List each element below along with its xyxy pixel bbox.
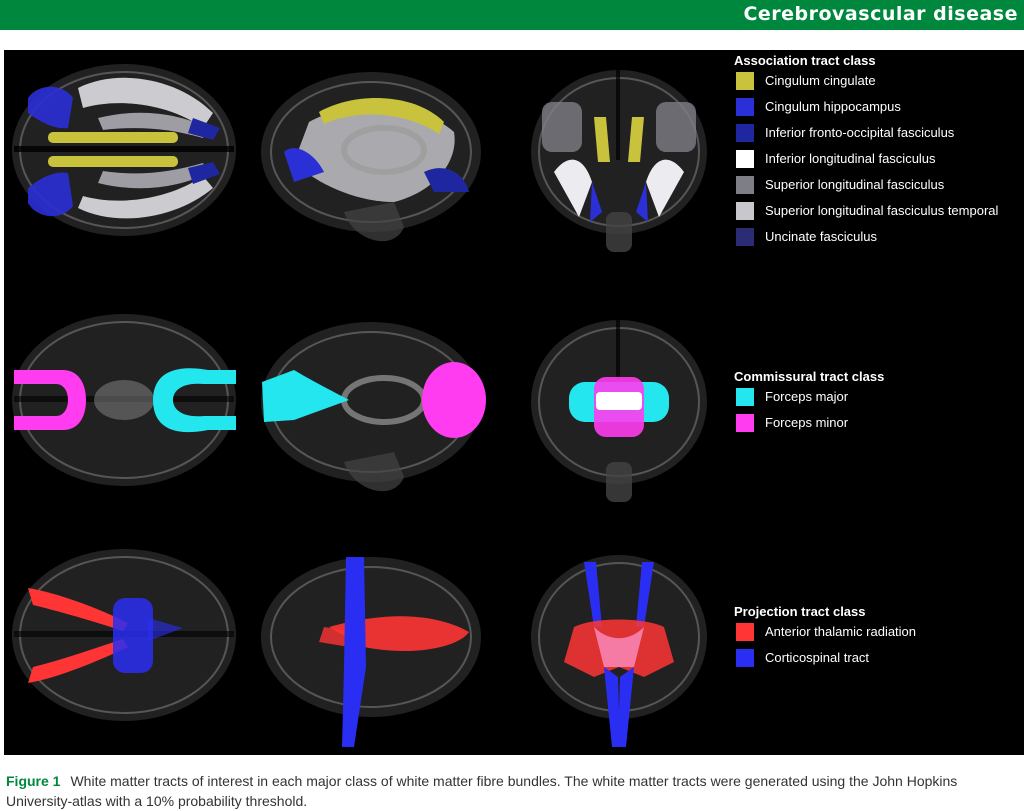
legend-projection: Projection tract class Anterior thalamic…: [734, 604, 916, 673]
figure-panel: Association tract class Cingulum cingula…: [4, 50, 1024, 755]
legend-label: Forceps minor: [765, 415, 849, 430]
legend-item: Forceps minor: [734, 412, 884, 438]
legend-item: Corticospinal tract: [734, 647, 870, 673]
legend-item: Uncinate fasciculus: [734, 226, 877, 252]
legend-item: Anterior thalamic radiation: [734, 621, 916, 647]
section-title: Cerebrovascular disease: [743, 3, 1018, 25]
legend-swatch: [736, 176, 754, 194]
legend-swatch: [736, 388, 754, 406]
sagittal-view-commissural: [261, 322, 486, 492]
axial-view-commissural: [12, 314, 236, 486]
caption-text: White matter tracts of interest in each …: [6, 773, 958, 809]
axial-view-projection: [12, 549, 236, 721]
legend-label: Superior longitudinal fasciculus tempora…: [765, 203, 999, 218]
legend-label: Superior longitudinal fasciculus: [765, 177, 945, 192]
legend-swatch: [736, 72, 754, 90]
legend-swatch: [736, 124, 754, 142]
legend-swatch: [736, 623, 754, 641]
legend-swatch: [736, 649, 754, 667]
legend-item: Inferior longitudinal fasciculus: [734, 148, 936, 174]
legend-title-projection: Projection tract class: [734, 604, 866, 619]
header-bar: Cerebrovascular disease: [0, 0, 1024, 30]
legend-label: Inferior longitudinal fasciculus: [765, 151, 936, 166]
legend-label: Anterior thalamic radiation: [765, 624, 917, 639]
legend-association: Association tract class Cingulum cingula…: [734, 53, 998, 252]
legend-label: Uncinate fasciculus: [765, 229, 877, 244]
legend-title-commissural: Commissural tract class: [734, 369, 885, 384]
legend-swatch: [736, 150, 754, 168]
legend-label: Cingulum cingulate: [765, 73, 876, 88]
legend-swatch: [736, 414, 754, 432]
legend-item: Cingulum cingulate: [734, 70, 876, 96]
legend-swatch: [736, 228, 754, 246]
sagittal-view-projection: [261, 557, 481, 747]
coronal-view-association: [531, 70, 707, 252]
legend-title-association: Association tract class: [734, 53, 876, 68]
legend-label: Corticospinal tract: [765, 650, 870, 665]
coronal-view-projection: [531, 555, 707, 747]
legend-item: Superior longitudinal fasciculus tempora…: [734, 200, 998, 226]
legend-label: Forceps major: [765, 389, 849, 404]
legend-item: Cingulum hippocampus: [734, 96, 901, 122]
legend-swatch: [736, 202, 754, 220]
sagittal-view-association: [261, 72, 481, 242]
axial-view-association: [12, 64, 236, 236]
legend-item: Forceps major: [734, 386, 884, 412]
legend-item: Superior longitudinal fasciculus: [734, 174, 944, 200]
coronal-view-commissural: [531, 320, 707, 502]
legend-swatch: [736, 98, 754, 116]
legend-label: Cingulum hippocampus: [765, 99, 901, 114]
legend-item: Inferior fronto-occipital fasciculus: [734, 122, 954, 148]
legend-label: Inferior fronto-occipital fasciculus: [765, 125, 955, 140]
caption-label: Figure 1: [6, 773, 61, 789]
